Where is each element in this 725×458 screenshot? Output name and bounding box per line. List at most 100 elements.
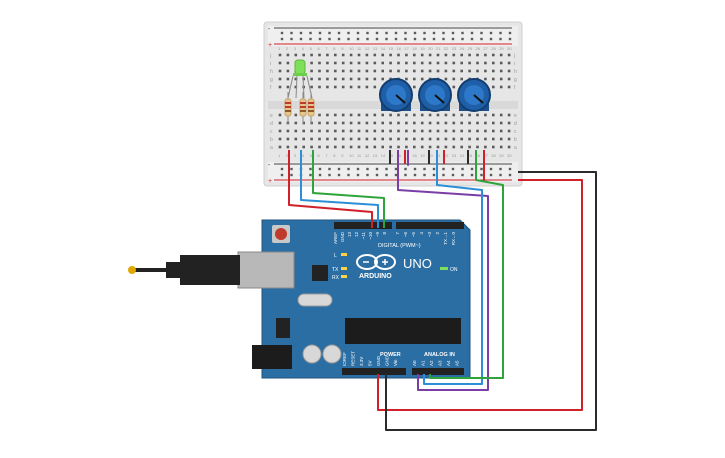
breadboard-hole[interactable] [405, 129, 408, 133]
rail-hole[interactable] [337, 167, 341, 171]
breadboard-hole[interactable] [381, 53, 384, 57]
rail-hole[interactable] [366, 173, 369, 177]
breadboard-hole[interactable] [476, 61, 479, 65]
breadboard-hole[interactable] [294, 53, 298, 57]
breadboard-hole[interactable] [302, 137, 305, 141]
breadboard-hole[interactable] [460, 137, 463, 141]
breadboard-hole[interactable] [326, 85, 329, 89]
breadboard-hole[interactable] [294, 129, 298, 133]
breadboard-hole[interactable] [365, 69, 369, 73]
breadboard-hole[interactable] [334, 113, 337, 117]
rail-hole[interactable] [442, 173, 445, 177]
breadboard-hole[interactable] [349, 69, 353, 73]
rail-hole[interactable] [480, 37, 483, 41]
breadboard-hole[interactable] [405, 61, 408, 65]
breadboard-hole[interactable] [341, 61, 345, 65]
breadboard-hole[interactable] [499, 69, 503, 73]
breadboard-hole[interactable] [507, 137, 511, 141]
rail-hole[interactable] [461, 37, 464, 41]
breadboard-hole[interactable] [318, 53, 321, 57]
rail-hole[interactable] [356, 37, 360, 41]
breadboard-hole[interactable] [334, 129, 337, 133]
breadboard-hole[interactable] [278, 77, 282, 81]
breadboard-hole[interactable] [492, 77, 495, 81]
breadboard-hole[interactable] [326, 137, 329, 141]
breadboard-hole[interactable] [365, 53, 369, 57]
breadboard-hole[interactable] [452, 113, 456, 117]
breadboard-hole[interactable] [468, 69, 471, 73]
breadboard-hole[interactable] [326, 145, 329, 149]
breadboard-hole[interactable] [357, 113, 361, 117]
rail-hole[interactable] [280, 37, 284, 41]
breadboard-hole[interactable] [373, 69, 377, 73]
breadboard-hole[interactable] [341, 129, 345, 133]
rail-hole[interactable] [347, 31, 350, 35]
rail-hole[interactable] [318, 31, 322, 35]
breadboard-hole[interactable] [286, 145, 290, 149]
breadboard-hole[interactable] [286, 77, 290, 81]
breadboard-hole[interactable] [420, 69, 424, 73]
breadboard-hole[interactable] [381, 129, 384, 133]
rail-hole[interactable] [366, 167, 369, 171]
breadboard-hole[interactable] [413, 113, 416, 117]
breadboard-hole[interactable] [499, 53, 503, 57]
rail-hole[interactable] [470, 173, 474, 177]
rail-hole[interactable] [385, 173, 388, 177]
breadboard-hole[interactable] [334, 77, 337, 81]
rail-hole[interactable] [499, 173, 502, 177]
resistor-2[interactable] [299, 92, 307, 124]
potentiometer-2[interactable] [418, 78, 452, 112]
breadboard-hole[interactable] [468, 145, 471, 149]
breadboard-hole[interactable] [484, 113, 487, 117]
breadboard-hole[interactable] [436, 61, 440, 65]
breadboard-hole[interactable] [365, 145, 369, 149]
rail-hole[interactable] [413, 31, 417, 35]
breadboard-hole[interactable] [326, 77, 329, 81]
breadboard-hole[interactable] [373, 85, 377, 89]
breadboard-hole[interactable] [286, 61, 290, 65]
breadboard-hole[interactable] [389, 121, 392, 125]
breadboard-hole[interactable] [420, 77, 424, 81]
breadboard-hole[interactable] [318, 113, 321, 117]
breadboard-hole[interactable] [278, 69, 282, 73]
rail-hole[interactable] [423, 167, 426, 171]
rail-hole[interactable] [356, 31, 360, 35]
breadboard-hole[interactable] [420, 61, 424, 65]
rail-hole[interactable] [470, 37, 474, 41]
breadboard-hole[interactable] [428, 69, 432, 73]
rail-hole[interactable] [413, 167, 417, 171]
breadboard-hole[interactable] [373, 121, 377, 125]
breadboard-hole[interactable] [507, 129, 511, 133]
breadboard-hole[interactable] [420, 121, 424, 125]
rail-hole[interactable] [366, 37, 369, 41]
breadboard-hole[interactable] [349, 53, 353, 57]
rail-hole[interactable] [423, 37, 426, 41]
rail-hole[interactable] [423, 31, 426, 35]
rail-hole[interactable] [385, 37, 388, 41]
breadboard-hole[interactable] [397, 129, 400, 133]
breadboard-hole[interactable] [484, 121, 487, 125]
rail-hole[interactable] [394, 173, 398, 177]
breadboard-hole[interactable] [397, 121, 400, 125]
breadboard-hole[interactable] [294, 145, 298, 149]
breadboard-hole[interactable] [357, 85, 361, 89]
breadboard-hole[interactable] [278, 53, 282, 57]
resistor-1[interactable] [284, 92, 292, 124]
breadboard-hole[interactable] [318, 129, 321, 133]
breadboard-hole[interactable] [294, 137, 298, 141]
breadboard-hole[interactable] [318, 137, 321, 141]
breadboard-hole[interactable] [278, 113, 282, 117]
breadboard-hole[interactable] [436, 145, 440, 149]
breadboard-hole[interactable] [334, 85, 337, 89]
breadboard-hole[interactable] [341, 137, 345, 141]
breadboard-hole[interactable] [365, 137, 369, 141]
breadboard-hole[interactable] [405, 69, 408, 73]
rail-hole[interactable] [290, 31, 293, 35]
breadboard-hole[interactable] [318, 85, 321, 89]
breadboard-hole[interactable] [436, 121, 440, 125]
breadboard-hole[interactable] [381, 77, 384, 81]
breadboard-hole[interactable] [476, 69, 479, 73]
rail-hole[interactable] [451, 167, 455, 171]
usb-port[interactable] [237, 251, 295, 289]
breadboard-hole[interactable] [499, 121, 503, 125]
